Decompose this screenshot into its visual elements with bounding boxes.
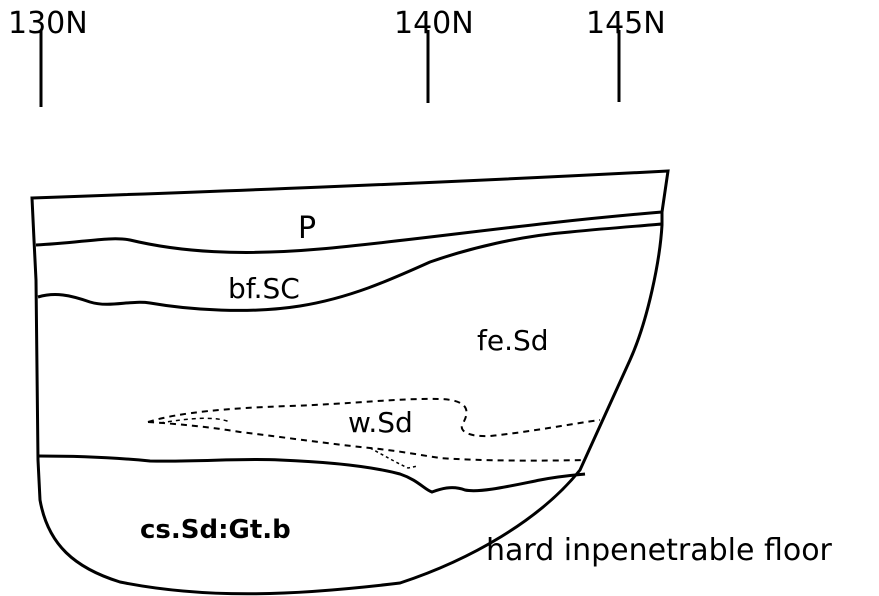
marker-145n-label: 145N [586,6,666,41]
bfsc-layer-boundary [38,224,662,310]
layer-label-fe-sd: fe.Sd [477,324,549,357]
wsd-lens-inner-outline [160,418,230,423]
marker-130n-label: 130N [8,6,88,41]
layer-label-cs-sd: cs.Sd:Gt.b [140,515,291,545]
layer-label-w-sd: w.Sd [348,406,413,439]
marker-140n: 140N [394,6,474,103]
section-outline [32,171,668,594]
marker-140n-label: 140N [394,6,474,41]
marker-145n: 145N [586,6,666,102]
floor-annotation: hard inpenetrable floor [486,533,833,568]
layer-label-bf-sc: bf.SC [228,272,300,305]
marker-130n: 130N [8,6,88,107]
layer-label-p: P [298,211,316,246]
